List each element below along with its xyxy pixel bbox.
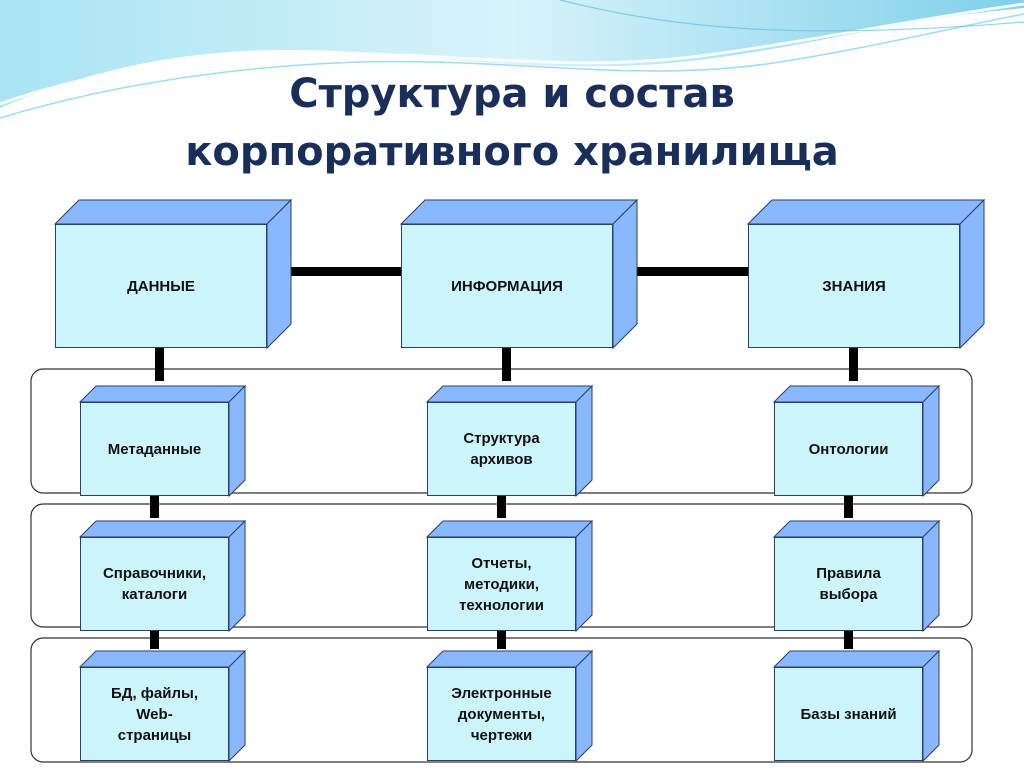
box-front: Онтологии	[774, 402, 923, 496]
box-metadata: Метаданные	[78, 384, 247, 498]
box-front: Метаданные	[80, 402, 229, 496]
box-front: Справочники, каталоги	[80, 537, 229, 631]
box-side-face	[266, 198, 292, 350]
box-label: ДАННЫЕ	[127, 277, 195, 295]
box-side-face	[922, 519, 940, 633]
box-top-face	[772, 650, 941, 668]
box-databases-files: БД, файлы, Web- страницы	[78, 649, 247, 763]
box-label: Отчеты, методики, технологии	[459, 554, 544, 614]
box-top-face	[53, 199, 293, 225]
box-3d-faces	[425, 384, 594, 498]
box-front: Отчеты, методики, технологии	[427, 537, 576, 631]
box-side-face	[228, 384, 246, 498]
connector-line	[844, 618, 853, 649]
box-top-face	[425, 385, 594, 403]
box-side-face	[575, 519, 593, 633]
connector-line	[636, 267, 750, 276]
box-side-face	[959, 198, 985, 350]
connector-line	[849, 324, 858, 381]
box-data: ДАННЫЕ	[53, 198, 293, 350]
box-3d-faces	[772, 519, 941, 633]
box-ontologies: Онтологии	[772, 384, 941, 498]
box-label: Правила выбора	[816, 565, 881, 603]
box-top-face	[772, 520, 941, 538]
box-front: Электронные документы, чертежи	[427, 667, 576, 761]
box-electronic-documents: Электронные документы, чертежи	[425, 649, 594, 763]
box-front: ДАННЫЕ	[55, 224, 267, 348]
connector-line	[497, 618, 506, 649]
page-title-line-1: Структура и состав	[289, 71, 735, 117]
box-3d-faces	[746, 198, 986, 350]
connector-line	[497, 487, 506, 518]
box-label: Базы знаний	[800, 705, 897, 723]
box-label: ЗНАНИЯ	[822, 277, 886, 295]
connector-line	[290, 267, 404, 276]
box-front: ИНФОРМАЦИЯ	[401, 224, 613, 348]
box-catalogs: Справочники, каталоги	[78, 519, 247, 633]
box-side-face	[575, 649, 593, 763]
page-title-line-2: корпоративного хранилища	[185, 129, 839, 175]
box-3d-faces	[425, 519, 594, 633]
box-top-face	[78, 385, 247, 403]
box-3d-faces	[53, 198, 293, 350]
box-label: БД, файлы, Web- страницы	[111, 684, 198, 744]
connector-line	[150, 487, 159, 518]
box-front: Структура архивов	[427, 402, 576, 496]
box-archive-structure: Структура архивов	[425, 384, 594, 498]
box-top-face	[425, 650, 594, 668]
connector-line	[502, 324, 511, 381]
box-label: Электронные документы, чертежи	[451, 684, 552, 744]
wave-shape	[0, 0, 1024, 108]
box-front: БД, файлы, Web- страницы	[80, 667, 229, 761]
box-top-face	[425, 520, 594, 538]
box-side-face	[922, 384, 940, 498]
box-3d-faces	[399, 198, 639, 350]
box-front: Правила выбора	[774, 537, 923, 631]
wave-line	[559, 0, 1024, 32]
connector-line	[155, 324, 164, 381]
box-side-face	[228, 519, 246, 633]
box-label: ИНФОРМАЦИЯ	[451, 277, 563, 295]
connector-line	[844, 487, 853, 518]
box-top-face	[746, 199, 986, 225]
box-top-face	[772, 385, 941, 403]
box-knowledge-bases: Базы знаний	[772, 649, 941, 763]
box-front: ЗНАНИЯ	[748, 224, 960, 348]
box-label: Справочники, каталоги	[102, 565, 207, 603]
box-side-face	[612, 198, 638, 350]
box-knowledge: ЗНАНИЯ	[746, 198, 986, 350]
box-3d-faces	[78, 649, 247, 763]
box-top-face	[78, 520, 247, 538]
box-side-face	[575, 384, 593, 498]
box-top-face	[399, 199, 639, 225]
box-label: Структура архивов	[463, 430, 540, 468]
wave-line	[0, 2, 1024, 106]
box-front: Базы знаний	[774, 667, 923, 761]
box-selection-rules: Правила выбора	[772, 519, 941, 633]
box-information: ИНФОРМАЦИЯ	[399, 198, 639, 350]
box-3d-faces	[425, 649, 594, 763]
box-3d-faces	[78, 519, 247, 633]
box-side-face	[228, 649, 246, 763]
connector-line	[150, 618, 159, 649]
wave-line	[0, 13, 1024, 119]
box-side-face	[922, 649, 940, 763]
box-3d-faces	[772, 649, 941, 763]
box-label: Онтологии	[808, 440, 889, 458]
box-label: Метаданные	[107, 440, 202, 458]
box-reports: Отчеты, методики, технологии	[425, 519, 594, 633]
box-top-face	[78, 650, 247, 668]
